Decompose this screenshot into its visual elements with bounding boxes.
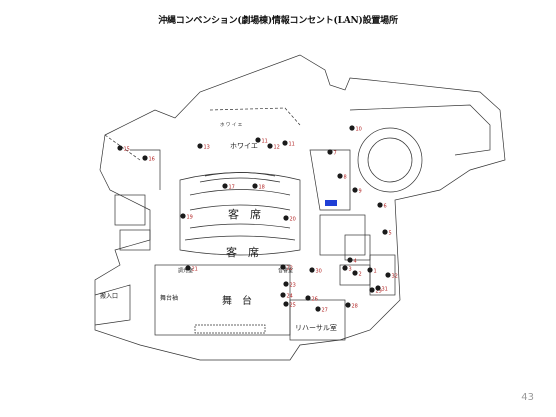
outlet-number-15: 24: [287, 294, 293, 300]
outlet-number-31: 31: [382, 287, 388, 293]
outlet-marker-18: [315, 306, 321, 312]
seats-upper-label: 客 席: [228, 207, 261, 221]
outlet-marker-14: [283, 281, 289, 287]
outlet-number-13: 22: [287, 266, 293, 272]
outlet-number-5: 12: [274, 145, 280, 151]
entrance-label: 搬入口: [100, 292, 118, 300]
stage-label: 舞 台: [222, 294, 252, 307]
outlet-number-29: 1: [374, 269, 377, 275]
foyer-top-label: ホ ワ イ エ: [220, 122, 243, 128]
outlet-marker-6: [282, 140, 288, 146]
outlet-marker-9: [252, 183, 258, 189]
outlet-marker-8: [222, 183, 228, 189]
plaza-circle: [357, 127, 423, 193]
seats-lower-label: 客 席: [226, 245, 259, 259]
outlet-marker-1: [117, 145, 123, 151]
room-right-label: 音響室: [278, 267, 293, 274]
outlet-number-6: 11: [289, 142, 295, 148]
outlet-marker-26: [347, 257, 353, 263]
room-left-label: 調光室: [178, 267, 193, 274]
outlet-number-26: 4: [354, 259, 357, 265]
outlet-marker-10: [180, 213, 186, 219]
outlet-marker-3: [197, 143, 203, 149]
outlet-marker-22: [337, 173, 343, 179]
outlet-marker-16: [283, 301, 289, 307]
outlet-marker-2: [142, 155, 148, 161]
outlet-number-10: 19: [187, 215, 193, 221]
lan-highlight-marker: [325, 200, 337, 206]
outlet-marker-32: [385, 272, 391, 278]
outlet-number-4: 11: [262, 139, 268, 145]
foyer-label: ホワイエ: [230, 142, 258, 150]
outlet-number-12: 21: [192, 267, 198, 273]
page-number: 43: [521, 392, 534, 403]
outlet-marker-17: [305, 295, 311, 301]
outlet-number-30: 30: [316, 269, 322, 275]
outlet-marker-23: [352, 187, 358, 193]
outlet-number-3: 13: [204, 145, 210, 151]
outlet-marker-28: [352, 270, 358, 276]
page-title: 沖縄コンベンション(劇場棟)情報コンセント(LAN)設置場所: [158, 16, 398, 26]
outlet-number-8: 17: [229, 185, 235, 191]
outlet-marker-5: [267, 143, 273, 149]
outlet-number-20: 29: [376, 289, 382, 295]
outlet-number-18: 27: [322, 308, 328, 314]
outlet-number-19: 28: [352, 304, 358, 310]
outlet-marker-31: [375, 285, 381, 291]
outlet-number-11: 20: [290, 217, 296, 223]
outlet-number-9: 18: [259, 185, 265, 191]
outlet-marker-30: [309, 267, 315, 273]
outlet-number-7: 10: [356, 127, 362, 133]
outlet-number-25: 5: [389, 231, 392, 237]
building-outline: [94, 54, 506, 361]
outlet-number-27: 3: [349, 267, 352, 273]
outlet-number-16: 25: [290, 303, 296, 309]
outlet-number-21: 7: [334, 151, 337, 157]
outlet-number-1: 15: [124, 147, 130, 153]
outlet-marker-29: [367, 267, 373, 273]
outlet-marker-12: [185, 265, 191, 271]
outlet-marker-27: [342, 265, 348, 271]
outlet-marker-25: [382, 229, 388, 235]
outlet-number-28: 2: [359, 272, 362, 278]
outlet-number-17: 26: [312, 297, 318, 303]
outlet-marker-24: [377, 202, 383, 208]
outlet-marker-11: [283, 215, 289, 221]
outlet-marker-20: [369, 287, 375, 293]
rehearsal-room-outline: [289, 299, 346, 341]
outlet-marker-13: [280, 264, 286, 270]
rehearsal-label: リハーサル室: [295, 323, 337, 332]
outlet-number-23: 9: [359, 189, 362, 195]
outlet-marker-15: [280, 292, 286, 298]
outlet-number-14: 23: [290, 283, 296, 289]
outlet-number-24: 6: [384, 204, 387, 210]
outlet-number-32: 32: [392, 274, 398, 280]
outlet-number-2: 16: [149, 157, 155, 163]
outlet-marker-19: [345, 302, 351, 308]
outlet-marker-21: [327, 149, 333, 155]
outlet-number-22: 8: [344, 175, 347, 181]
outlet-marker-7: [349, 125, 355, 131]
wing-label: 舞台袖: [160, 294, 178, 302]
outlet-marker-4: [255, 137, 261, 143]
